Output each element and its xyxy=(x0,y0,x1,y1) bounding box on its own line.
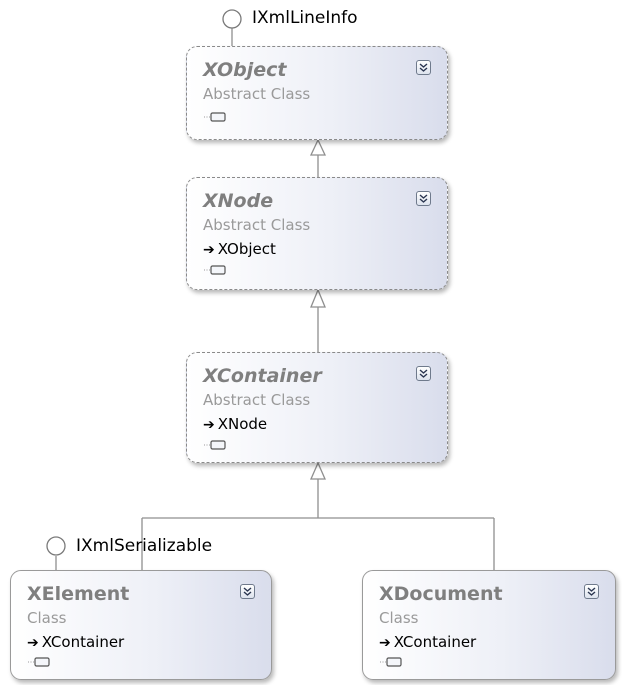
base-class-ref: ➔XContainer xyxy=(27,633,124,651)
inheritance-arrow-icon: ➔ xyxy=(27,635,39,651)
base-class-name: XContainer xyxy=(41,633,125,651)
class-kind: Abstract Class xyxy=(203,85,311,103)
inheritance-arrow-icon: ➔ xyxy=(379,635,391,651)
xcontainer-class-box[interactable]: XContainer Abstract Class ➔XNode xyxy=(186,352,448,463)
ixmllineinfo-label: IXmlLineInfo xyxy=(252,8,358,28)
members-compartment-icon[interactable] xyxy=(203,439,227,451)
xnode-inherit-arrowhead xyxy=(310,288,326,308)
ixmlserializable-label: IXmlSerializable xyxy=(76,536,213,556)
base-class-ref: ➔XContainer xyxy=(379,633,476,651)
class-name: XNode xyxy=(203,190,274,212)
base-class-ref: ➔XNode xyxy=(203,415,267,433)
base-class-ref: ➔XObject xyxy=(203,240,276,258)
class-kind: Abstract Class xyxy=(203,216,311,234)
class-kind: Abstract Class xyxy=(203,391,311,409)
members-compartment-icon[interactable] xyxy=(203,264,227,276)
xelement-class-box[interactable]: XElement Class ➔XContainer xyxy=(10,570,272,680)
collapse-toggle-icon[interactable] xyxy=(416,366,431,381)
ixmllineinfo-lollipop-icon xyxy=(222,9,242,29)
collapse-toggle-icon[interactable] xyxy=(416,60,431,75)
class-kind: Class xyxy=(379,609,419,627)
members-compartment-icon[interactable] xyxy=(379,656,403,668)
xobject-class-box[interactable]: XObject Abstract Class xyxy=(186,46,448,140)
xdocument-class-box[interactable]: XDocument Class ➔XContainer xyxy=(362,570,616,680)
collapse-toggle-icon[interactable] xyxy=(416,191,431,206)
base-class-name: XNode xyxy=(217,415,268,433)
class-kind: Class xyxy=(27,609,67,627)
collapse-toggle-icon[interactable] xyxy=(584,584,599,599)
class-name: XContainer xyxy=(203,365,322,387)
xnode-class-box[interactable]: XNode Abstract Class ➔XObject xyxy=(186,177,448,290)
ixmlserializable-lollipop-icon xyxy=(46,536,66,556)
xcontainer-inherit-arrowhead xyxy=(310,461,326,480)
base-class-name: XObject xyxy=(217,240,276,258)
class-name: XDocument xyxy=(379,583,503,605)
members-compartment-icon[interactable] xyxy=(27,656,51,668)
xobject-inherit-arrowhead xyxy=(309,138,327,156)
inheritance-arrow-icon: ➔ xyxy=(203,242,215,258)
members-compartment-icon[interactable] xyxy=(203,111,227,123)
class-name: XElement xyxy=(27,583,130,605)
class-name: XObject xyxy=(203,59,287,81)
base-class-name: XContainer xyxy=(393,633,477,651)
inheritance-arrow-icon: ➔ xyxy=(203,417,215,433)
collapse-toggle-icon[interactable] xyxy=(240,584,255,599)
